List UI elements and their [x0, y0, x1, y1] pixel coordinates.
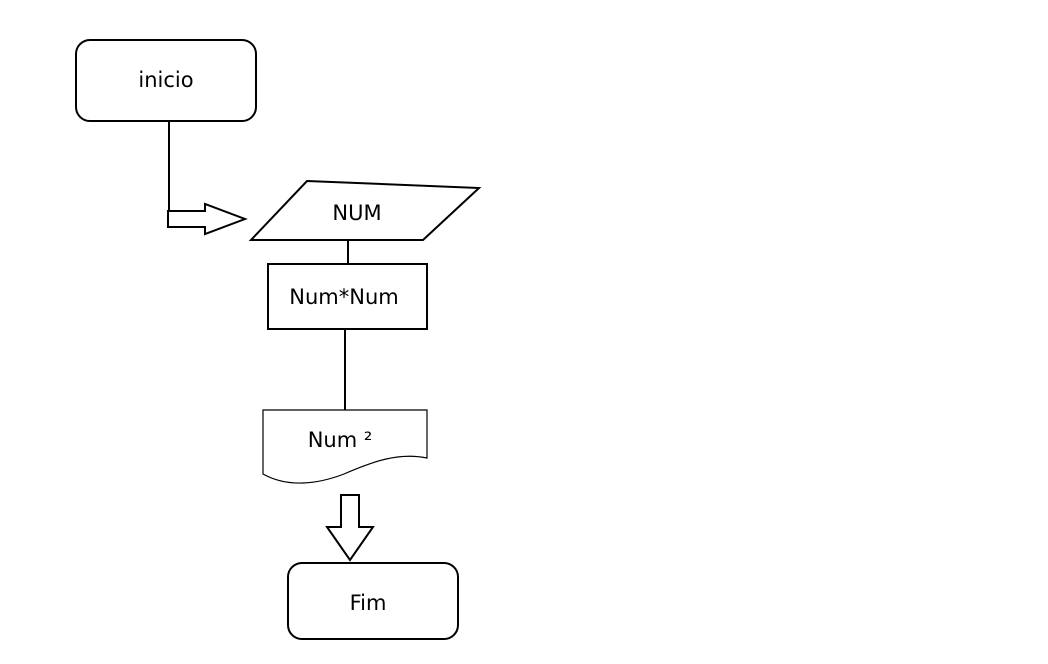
- end-label: Fim: [350, 591, 387, 615]
- input-parallelogram-shape: [248, 179, 482, 241]
- start-node: inicio: [75, 39, 257, 122]
- start-terminator-shape: [75, 39, 257, 122]
- process-rectangle-shape: [267, 263, 428, 330]
- block-arrow-right-to-input: [167, 202, 248, 236]
- input-label: NUM: [332, 201, 381, 225]
- process-node: Num*Num: [267, 263, 428, 330]
- start-label: inicio: [138, 68, 193, 92]
- output-document-shape: [262, 409, 428, 484]
- end-node: Fim: [287, 562, 459, 640]
- block-arrow-down-to-end: [325, 494, 375, 562]
- output-node: Num ²: [262, 409, 428, 484]
- end-terminator-shape: [287, 562, 459, 640]
- process-label: Num*Num: [289, 285, 398, 309]
- input-node: NUM: [248, 179, 482, 241]
- output-label: Num ²: [308, 428, 373, 452]
